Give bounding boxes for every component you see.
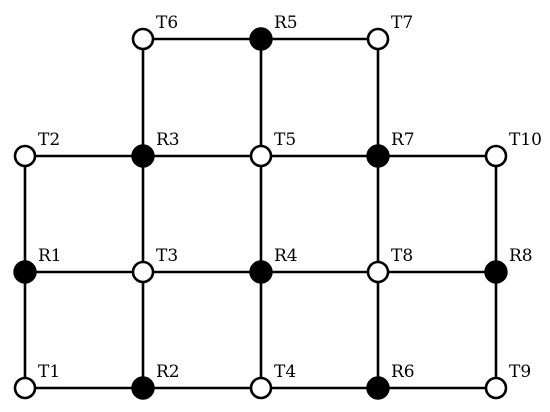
node-r1 (13, 260, 37, 284)
node-r5 (249, 27, 273, 51)
node-label-t4: T4 (274, 362, 296, 382)
node-t6 (131, 27, 155, 51)
nodes (13, 27, 508, 400)
node-t3 (131, 260, 155, 284)
node-label-t9: T9 (509, 362, 531, 382)
node-label-t6: T6 (156, 13, 178, 33)
node-label-r8: R8 (509, 246, 533, 266)
node-label-r3: R3 (156, 130, 180, 150)
node-label-t7: T7 (391, 13, 413, 33)
node-t8 (366, 260, 390, 284)
node-t10 (484, 144, 508, 168)
node-r6 (366, 376, 390, 400)
node-label-r4: R4 (274, 246, 298, 266)
node-label-r6: R6 (391, 362, 415, 382)
node-label-r1: R1 (38, 246, 62, 266)
node-label-r5: R5 (274, 13, 298, 33)
node-r8 (484, 260, 508, 284)
node-label-t3: T3 (156, 246, 178, 266)
node-r7 (366, 144, 390, 168)
node-label-t5: T5 (274, 130, 296, 150)
node-t1 (13, 376, 37, 400)
node-label-t1: T1 (38, 362, 60, 382)
node-label-t8: T8 (391, 246, 413, 266)
node-r2 (131, 376, 155, 400)
node-label-t2: T2 (38, 130, 60, 150)
node-r4 (249, 260, 273, 284)
node-t2 (13, 144, 37, 168)
node-t7 (366, 27, 390, 51)
node-label-r2: R2 (156, 362, 180, 382)
node-t5 (249, 144, 273, 168)
node-label-t10: T10 (509, 130, 542, 150)
edges (23, 37, 498, 390)
node-t4 (249, 376, 273, 400)
node-label-r7: R7 (391, 130, 415, 150)
node-t9 (484, 376, 508, 400)
node-r3 (131, 144, 155, 168)
